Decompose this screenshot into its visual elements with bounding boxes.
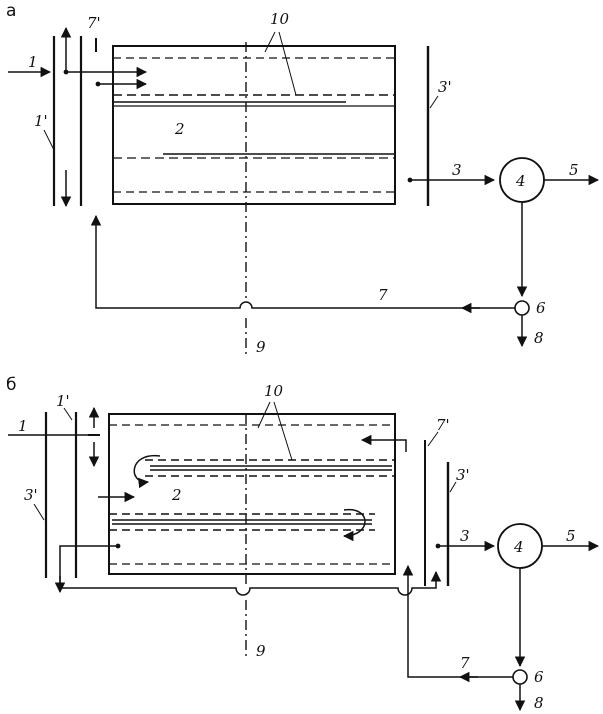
label-splitter: 6 <box>534 668 544 686</box>
panel-b-label: б <box>6 375 16 395</box>
label-outlet: 3 <box>452 161 462 179</box>
label-splitter: 6 <box>536 299 546 317</box>
label-collector: 3' <box>438 78 452 96</box>
splitter <box>514 300 530 316</box>
label-axis: 9 <box>256 338 266 356</box>
u-turn-arrow-left <box>133 455 161 489</box>
manifold-line <box>60 570 442 596</box>
label-effluent: 5 <box>566 527 576 545</box>
label-waste: 8 <box>534 694 544 712</box>
label-separator: 4 <box>513 538 524 556</box>
leader-7prime <box>427 431 439 447</box>
manifold-node <box>115 543 121 549</box>
leader-1prime <box>43 129 55 151</box>
label-pipe-out: 7' <box>436 416 450 434</box>
leader-10-b <box>278 31 297 96</box>
basin <box>108 413 396 575</box>
label-effluent: 5 <box>569 161 579 179</box>
label-collector-left: 3' <box>24 486 38 504</box>
leader-10-a <box>257 401 271 429</box>
label-feed: 1 <box>18 417 28 435</box>
label-electrode: 10 <box>264 382 284 400</box>
manifold-left-riser <box>59 545 118 586</box>
label-collector: 3' <box>456 466 470 484</box>
panel-a-label: а <box>6 1 16 21</box>
label-basin: 2 <box>171 486 182 504</box>
leader-10-a <box>264 31 276 53</box>
label-feed-channel: 1' <box>34 112 48 130</box>
label-feed: 1 <box>28 53 38 71</box>
leader-3prime-left <box>33 503 45 521</box>
splitter <box>512 669 528 685</box>
leader-10-b <box>273 401 293 461</box>
panel-b: б <box>6 375 600 712</box>
label-feed-channel: 1' <box>56 392 70 410</box>
return-arrow <box>360 434 407 452</box>
label-waste: 8 <box>534 329 544 347</box>
label-recycle: 7 <box>460 654 470 672</box>
label-separator: 4 <box>515 172 526 190</box>
label-pipe-out: 7' <box>87 14 101 32</box>
label-outlet: 3 <box>460 527 470 545</box>
label-axis: 9 <box>256 642 266 660</box>
label-electrode: 10 <box>270 10 290 28</box>
recycle-line <box>90 214 515 309</box>
label-recycle: 7 <box>378 286 388 304</box>
leader-1prime <box>63 407 73 421</box>
u-turn-arrow-right <box>342 509 366 542</box>
panel-a: а <box>6 1 600 356</box>
leader-3prime <box>429 95 439 109</box>
leader-3prime <box>449 481 457 493</box>
basin <box>112 45 396 205</box>
label-basin: 2 <box>174 120 185 138</box>
